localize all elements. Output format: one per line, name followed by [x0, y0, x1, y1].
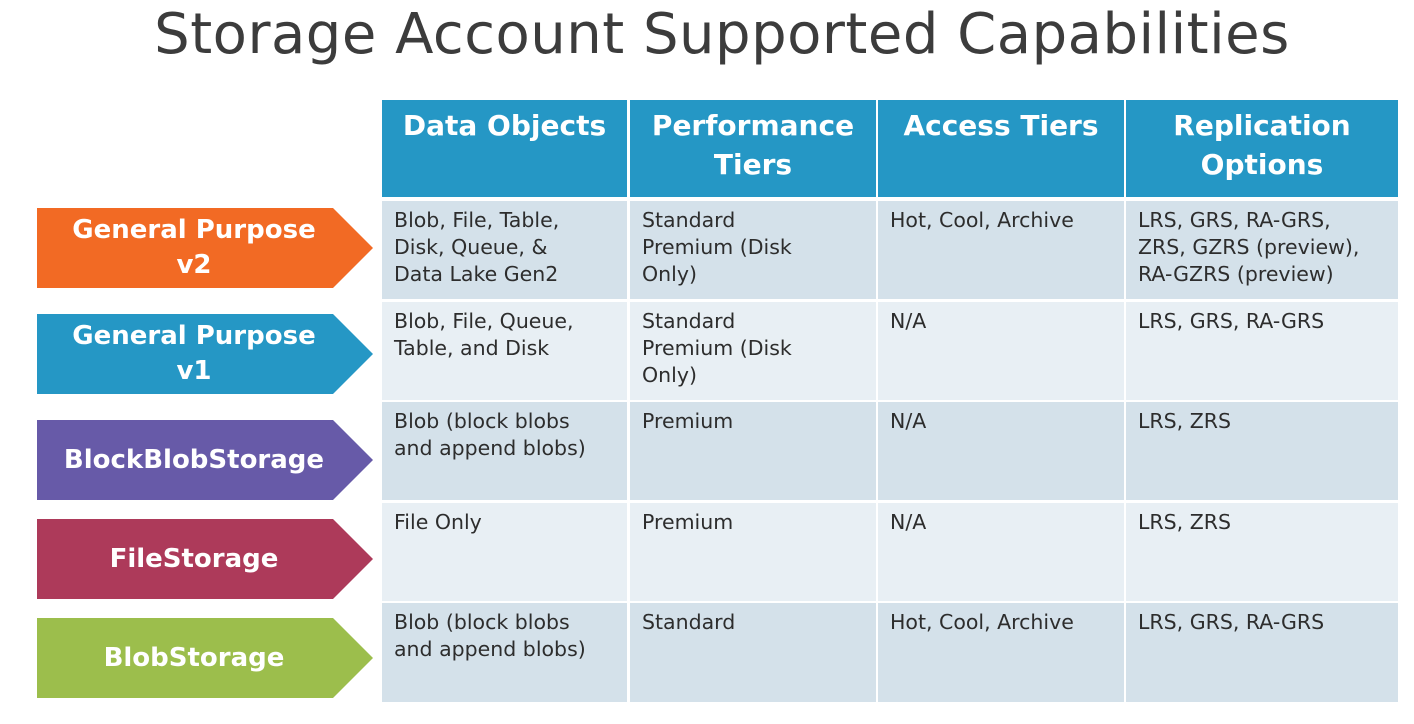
table-cell-performance-tiers: Standard	[630, 603, 876, 702]
table-cell-performance-tiers: Premium	[630, 402, 876, 500]
table-cell-replication-options: LRS, GRS, RA-GRS, ZRS, GZRS (preview), R…	[1126, 201, 1398, 299]
table-cell-data-objects: Blob (block blobs and append blobs)	[382, 402, 627, 500]
table-cell-data-objects: Blob, File, Table, Disk, Queue, & Data L…	[382, 201, 627, 299]
table-cell-data-objects: Blob, File, Queue, Table, and Disk	[382, 302, 627, 400]
column-header-performance-tiers: Performance Tiers	[630, 100, 876, 197]
table-cell-replication-options: LRS, ZRS	[1126, 503, 1398, 601]
account-type-label-general-purpose-v2: General Purpose v2	[37, 208, 373, 288]
capabilities-table: Data Objects Performance Tiers Access Ti…	[382, 100, 1398, 702]
table-cell-access-tiers: Hot, Cool, Archive	[878, 603, 1124, 702]
account-type-label-blockblobstorage: BlockBlobStorage	[37, 420, 373, 500]
table-cell-data-objects: File Only	[382, 503, 627, 601]
column-header-access-tiers: Access Tiers	[878, 100, 1124, 197]
table-cell-access-tiers: Hot, Cool, Archive	[878, 201, 1124, 299]
account-type-label-filestorage: FileStorage	[37, 519, 373, 599]
table-cell-access-tiers: N/A	[878, 302, 1124, 400]
column-header-data-objects: Data Objects	[382, 100, 627, 197]
table-cell-access-tiers: N/A	[878, 402, 1124, 500]
account-type-label-blobstorage: BlobStorage	[37, 618, 373, 698]
table-cell-replication-options: LRS, GRS, RA-GRS	[1126, 603, 1398, 702]
table-cell-performance-tiers: Standard Premium (Disk Only)	[630, 201, 876, 299]
account-type-label-general-purpose-v1: General Purpose v1	[37, 314, 373, 394]
table-cell-replication-options: LRS, GRS, RA-GRS	[1126, 302, 1398, 400]
table-cell-performance-tiers: Premium	[630, 503, 876, 601]
page-title: Storage Account Supported Capabilities	[154, 2, 1290, 67]
table-cell-access-tiers: N/A	[878, 503, 1124, 601]
table-cell-performance-tiers: Standard Premium (Disk Only)	[630, 302, 876, 400]
column-header-replication-options: Replication Options	[1126, 100, 1398, 197]
table-cell-data-objects: Blob (block blobs and append blobs)	[382, 603, 627, 702]
table-cell-replication-options: LRS, ZRS	[1126, 402, 1398, 500]
